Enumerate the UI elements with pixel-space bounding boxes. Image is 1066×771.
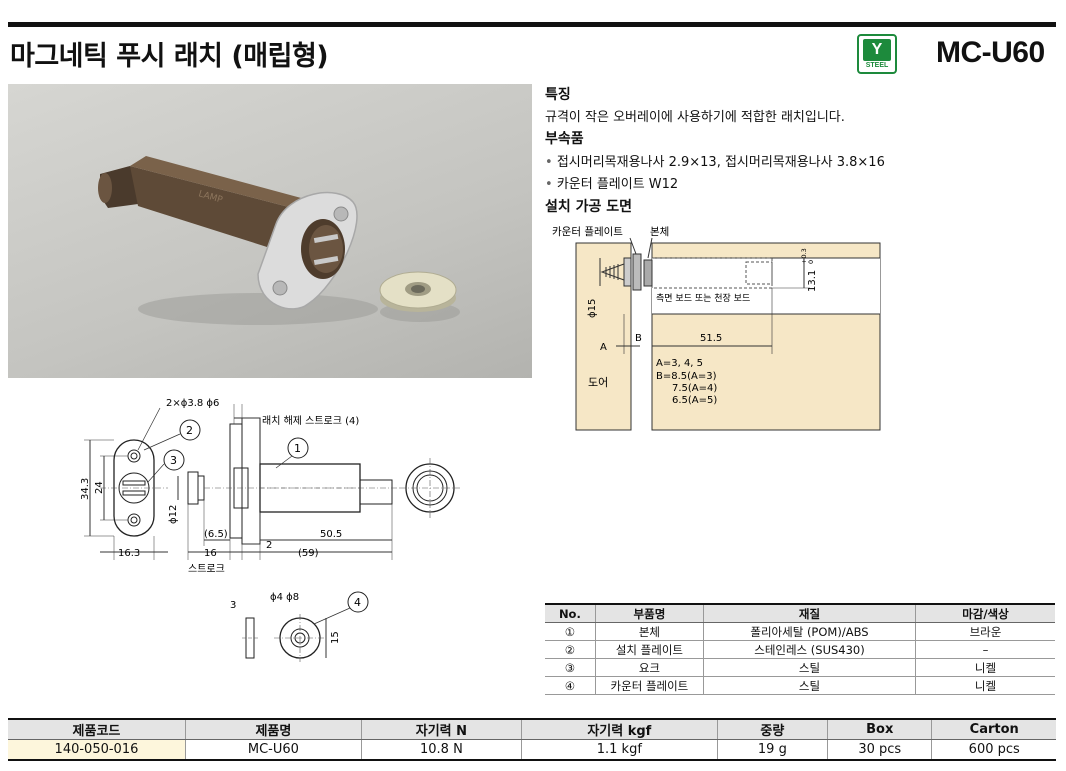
spec-col-header: 제품명: [184, 718, 362, 740]
accessories-heading: 부속품: [545, 131, 584, 147]
parts-cell: 스테인레스 (SUS430): [703, 640, 916, 659]
plate-dim-15: 15: [330, 631, 341, 644]
bullet-icon: •: [545, 177, 553, 192]
parts-cell: ②: [545, 640, 596, 659]
parts-cell: 요크: [594, 658, 704, 677]
install-drawing: 카운터 플레이트 본체 측면 보드 또는 천장 보드 도어 ϕ15 13.1 +…: [552, 226, 881, 431]
parts-cell: 스틸: [703, 658, 916, 677]
parts-cell: 폴리아세탈 (POM)/ABS: [703, 622, 916, 641]
parts-cell: ④: [545, 676, 596, 695]
steel-material-icon: Y STEEL: [857, 34, 897, 74]
dim-59: (59): [298, 548, 319, 559]
parts-cell: 본체: [594, 622, 704, 641]
features-heading: 특징: [545, 87, 571, 103]
spec-col-header: 자기력 kgf: [520, 718, 718, 740]
spec-cell: 19 g: [716, 739, 828, 761]
spec-table: 제품코드 제품명 자기력 N 자기력 kgf 중량 Box Carton 140…: [8, 718, 1056, 761]
features-text: 규격이 작은 오버레이에 사용하기에 적합한 래치입니다.: [545, 110, 845, 125]
label-door: 도어: [588, 376, 608, 389]
product-code: MC-U60: [936, 36, 1045, 69]
dim-b: B: [635, 333, 642, 344]
note-a-values: A=3, 4, 5: [656, 358, 703, 369]
parts-col-header: 부품명: [594, 603, 704, 623]
spec-col-header: 자기력 N: [360, 718, 522, 740]
parts-col-header: No.: [545, 603, 596, 623]
page-title: 마그네틱 푸시 래치 (매립형): [10, 41, 329, 72]
parts-cell: 스틸: [703, 676, 916, 695]
release-stroke-label: 래치 해제 스트로크 (4): [262, 414, 359, 427]
plate-dim-3: 3: [230, 600, 236, 611]
parts-header-row: No. 부품명 재질 마감/색상: [545, 603, 1055, 623]
spec-cell: 1.1 kgf: [520, 739, 718, 761]
top-rule: [8, 22, 1056, 27]
callout-4: 4: [354, 596, 361, 609]
parts-table: No. 부품명 재질 마감/색상 ① 본체 폴리아세탈 (POM)/ABS 브라…: [545, 603, 1055, 695]
parts-col-header: 마감/색상: [914, 603, 1055, 623]
stroke-label: 스트로크: [188, 563, 225, 575]
spec-header-row: 제품코드 제품명 자기력 N 자기력 kgf 중량 Box Carton: [8, 718, 1056, 740]
table-row: ① 본체 폴리아세탈 (POM)/ABS 브라운: [545, 622, 1055, 641]
table-row: ③ 요크 스틸 니켈: [545, 658, 1055, 677]
dim-34-3: 34.3: [80, 478, 91, 500]
spec-col-header: 제품코드: [8, 718, 186, 740]
parts-cell: 니켈: [914, 676, 1055, 695]
product-photo: LAMP: [8, 84, 532, 378]
spec-col-header: Carton: [931, 718, 1056, 740]
dim-13-tol-plus: +0.3: [800, 248, 808, 264]
note-b3: 6.5(A=5): [672, 395, 717, 406]
install-heading: 설치 가공 도면: [545, 199, 633, 215]
dim-a: A: [600, 342, 607, 353]
accessory-item-label: 접시머리목재용나사 2.9×13, 접시머리목재용나사 3.8×16: [556, 155, 885, 170]
holes-label: 2×ϕ3.8 ϕ6: [166, 398, 219, 409]
spec-cell: MC-U60: [184, 739, 362, 761]
accessory-item: • 접시머리목재용나사 2.9×13, 접시머리목재용나사 3.8×16: [545, 151, 885, 170]
parts-cell: 브라운: [914, 622, 1055, 641]
dim-24: 24: [94, 481, 105, 494]
dim-16-3: 16.3: [118, 548, 140, 559]
plate-phi-label: ϕ4 ϕ8: [270, 592, 299, 603]
badge-text: STEEL: [865, 62, 889, 69]
table-row: ② 설치 플레이트 스테인레스 (SUS430) –: [545, 640, 1055, 659]
spec-cell-product-code: 140-050-016: [8, 739, 186, 761]
table-row: 140-050-016 MC-U60 10.8 N 1.1 kgf 19 g 3…: [8, 739, 1056, 761]
dim-phi12: ϕ12: [168, 505, 179, 524]
technical-drawing: 34.3 24 16.3 2×ϕ3.8 ϕ6 2 3 래치 해제 스트로크 (4…: [80, 398, 460, 662]
label-counter-plate: 카운터 플레이트: [552, 226, 623, 238]
callout-2: 2: [186, 424, 193, 437]
badge-block: [863, 39, 891, 61]
spec-col-header: 중량: [716, 718, 828, 740]
parts-cell: 카운터 플레이트: [594, 676, 704, 695]
accessory-item-label: 카운터 플레이트 W12: [556, 177, 679, 192]
spec-cell: 10.8 N: [360, 739, 522, 761]
dim-phi15: ϕ15: [587, 299, 598, 318]
label-side-board: 측면 보드 또는 천장 보드: [656, 293, 750, 304]
dim-13-1: 13.1: [807, 270, 818, 292]
product-photo-illustration: LAMP: [98, 156, 460, 325]
label-body: 본체: [650, 226, 669, 238]
parts-cell: ①: [545, 622, 596, 641]
parts-cell: –: [914, 640, 1055, 659]
note-b1: B=8.5(A=3): [656, 371, 717, 382]
dim-13-tol-minus: 0: [807, 260, 815, 264]
note-b2: 7.5(A=4): [672, 383, 717, 394]
dim-51-5: 51.5: [700, 333, 722, 344]
spec-col-header: Box: [827, 718, 932, 740]
parts-cell: 니켈: [914, 658, 1055, 677]
parts-cell: ③: [545, 658, 596, 677]
parts-cell: 설치 플레이트: [594, 640, 704, 659]
accessory-item: • 카운터 플레이트 W12: [545, 173, 678, 192]
dim-16: 16: [204, 548, 217, 559]
dim-2: 2: [266, 540, 272, 551]
spec-cell: 30 pcs: [827, 739, 932, 761]
parts-col-header: 재질: [703, 603, 916, 623]
callout-1: 1: [294, 442, 301, 455]
dim-50-5: 50.5: [320, 529, 342, 540]
bullet-icon: •: [545, 155, 553, 170]
table-row: ④ 카운터 플레이트 스틸 니켈: [545, 676, 1055, 695]
callout-3: 3: [170, 454, 177, 467]
badge-letter: Y: [871, 41, 883, 58]
dim-6-5: (6.5): [204, 529, 228, 540]
spec-cell: 600 pcs: [931, 739, 1056, 761]
